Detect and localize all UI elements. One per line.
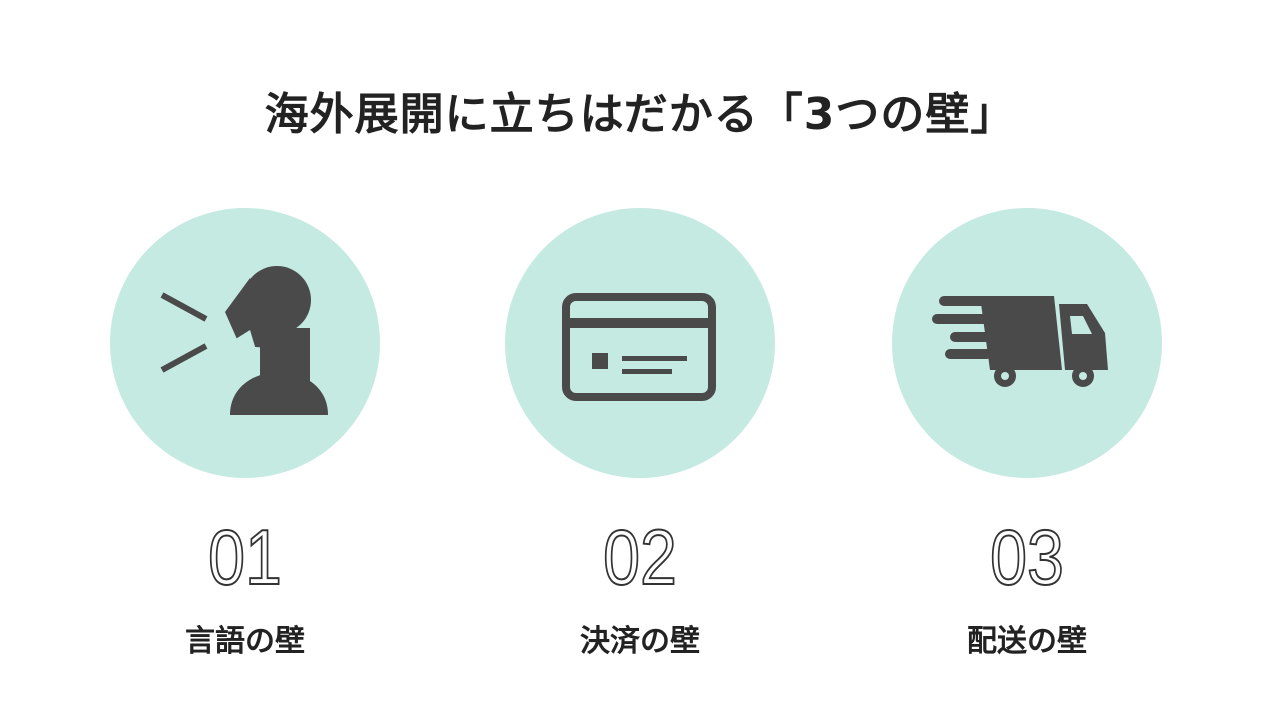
delivery-truck-icon: [932, 296, 1108, 387]
item-label: 決済の壁: [580, 624, 700, 659]
credit-card-icon: [562, 293, 716, 401]
item-number: 01: [207, 513, 282, 601]
page-title: 海外展開に立ちはだかる「3つの壁」: [264, 89, 1016, 140]
speaking-person-icon: [160, 266, 328, 415]
item-label: 言語の壁: [185, 624, 305, 659]
item-number: 02: [602, 513, 677, 601]
icon-circle: [892, 208, 1162, 478]
item-number: 03: [989, 513, 1064, 601]
icon-circle: [505, 208, 775, 478]
wall-item-shipping: 03 配送の壁: [892, 208, 1162, 659]
wall-item-payment: 02 決済の壁: [505, 208, 775, 659]
icon-circle: [110, 208, 380, 478]
wall-item-language: 01 言語の壁: [110, 208, 380, 659]
item-label: 配送の壁: [967, 624, 1087, 659]
